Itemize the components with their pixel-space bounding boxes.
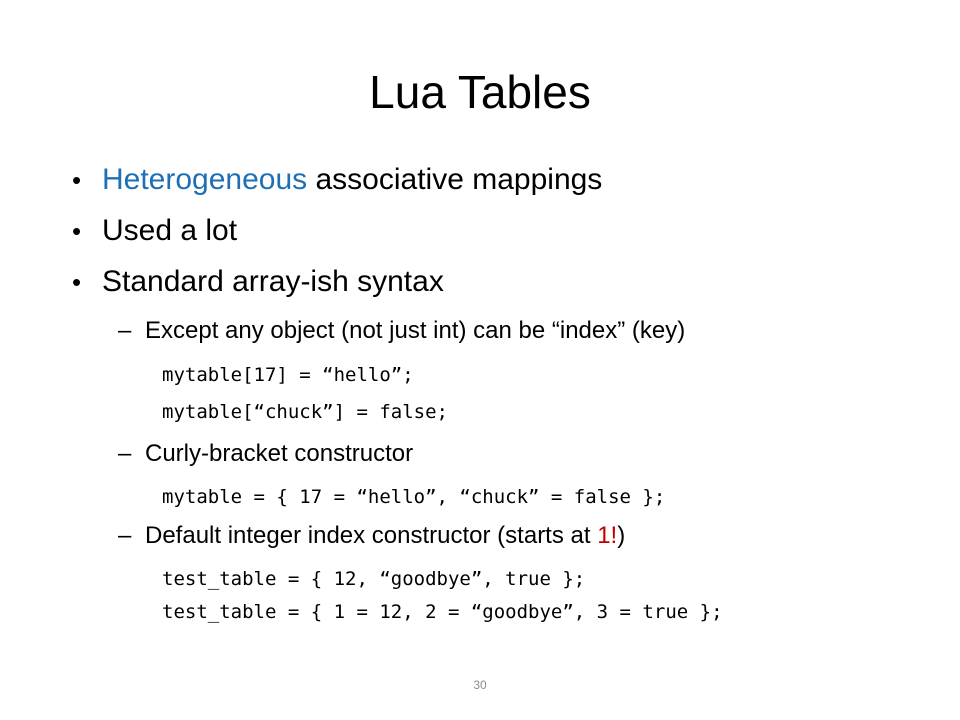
- highlight-one: 1!: [597, 522, 618, 549]
- sub-bullet-text: Curly-bracket constructor: [145, 440, 414, 467]
- code-line: test_table = { 12, “goodbye”, true };: [162, 568, 586, 590]
- dash-icon: –: [118, 317, 132, 344]
- slide-title: Lua Tables: [369, 66, 591, 118]
- code-line: mytable[17] = “hello”;: [162, 364, 414, 386]
- bullet-text: Standard array-ish syntax: [102, 265, 444, 298]
- code-line: mytable = { 17 = “hello”, “chuck” = fals…: [162, 486, 666, 508]
- bullet-icon: •: [72, 267, 82, 297]
- page-number: 30: [473, 678, 487, 692]
- highlight-heterogeneous: Heterogeneous: [102, 163, 308, 196]
- bullet-icon: •: [72, 165, 82, 195]
- code-line: test_table = { 1 = 12, 2 = “goodbye”, 3 …: [162, 601, 723, 623]
- sub-bullet-text: Except any object (not just int) can be …: [145, 317, 686, 344]
- sub-bullet-text-end: ): [617, 522, 626, 549]
- dash-icon: –: [118, 440, 132, 467]
- bullet-text: associative mappings: [307, 163, 603, 196]
- bullet-text: Used a lot: [102, 214, 238, 247]
- sub-bullet-text: Default integer index constructor (start…: [145, 522, 598, 549]
- bullet-icon: •: [72, 216, 82, 246]
- dash-icon: –: [118, 522, 132, 549]
- code-line: mytable[“chuck”] = false;: [162, 401, 448, 423]
